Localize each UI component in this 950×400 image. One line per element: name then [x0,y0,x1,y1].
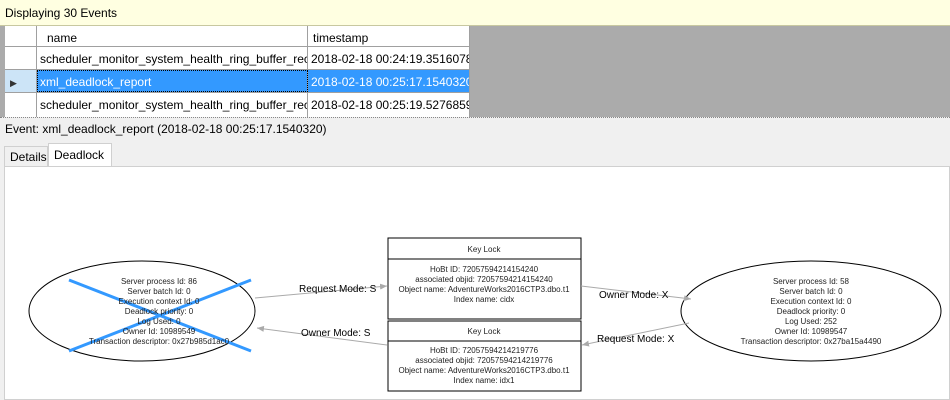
victim-cross-icon [68,278,252,353]
edge-label: Request Mode: S [299,284,377,295]
tab-details[interactable]: Details [4,146,48,166]
lock-line: Index name: cidx [454,295,514,304]
cell-timestamp[interactable]: 2018-02-18 00:25:17.1540320 [308,70,470,92]
process-line: Deadlock priority: 0 [777,307,846,316]
process-line: Server process Id: 58 [773,277,850,286]
column-header-timestamp[interactable]: timestamp [308,26,470,46]
process-line: Transaction descriptor: 0x27ba15a4490 [741,337,882,346]
event-label: Event: xml_deadlock_report (2018-02-18 0… [5,122,327,136]
row-selector[interactable]: ▶ [5,70,37,92]
row-selector[interactable] [5,93,37,117]
table-row[interactable]: scheduler_monitor_system_health_ring_buf… [5,47,470,70]
row-selector[interactable] [5,47,37,69]
process-line: Server batch Id: 0 [779,287,843,296]
lock-line: HoBt ID: 72057594214219776 [430,346,539,355]
cell-name[interactable]: scheduler_monitor_system_health_ring_buf… [37,93,308,117]
key-lock-node-1[interactable] [387,237,582,320]
edge-request-x [581,322,690,347]
victim-line: Deadlock priority: 0 [125,307,194,316]
lock-line: associated objid: 72057594214219776 [415,356,553,365]
column-header-name[interactable]: name [37,26,308,46]
lock-line: HoBt ID: 72057594214154240 [430,265,539,274]
events-count: Displaying 30 Events [5,6,118,20]
events-grid[interactable]: name timestamp scheduler_monitor_system_… [5,26,470,117]
deadlock-graph-panel: Request Mode: S Owner Mode: X Request Mo… [4,166,950,400]
process-line: Execution context Id: 0 [771,297,852,306]
edge-request-s [254,283,388,299]
edge-owner-x [580,285,692,302]
process-node[interactable] [680,260,942,362]
lock-title: Key Lock [468,245,502,254]
victim-line: Server batch Id: 0 [127,287,191,296]
events-grid-area: name timestamp scheduler_monitor_system_… [0,26,950,117]
victim-line: Log Used: 0 [137,317,181,326]
victim-line: Owner Id: 10989549 [123,327,196,336]
grid-header: name timestamp [5,26,470,47]
victim-line: Server process Id: 86 [121,277,198,286]
tab-deadlock[interactable]: Deadlock [48,143,112,167]
edge-label: Owner Mode: S [301,328,371,339]
victim-line: Execution context Id: 0 [119,297,200,306]
process-line: Log Used: 252 [785,317,838,326]
process-line: Owner Id: 10989547 [775,327,848,336]
key-lock-node-2[interactable] [387,320,582,392]
lock-line: Object name: AdventureWorks2016CTP3.dbo.… [398,285,570,294]
splitter[interactable] [0,117,950,120]
events-count-bar: Displaying 30 Events [0,0,950,26]
cell-timestamp[interactable]: 2018-02-18 00:24:19.3516078 [308,47,470,69]
edge-label: Owner Mode: X [599,290,669,301]
lock-line: associated objid: 72057594214154240 [415,275,553,284]
current-row-arrow-icon: ▶ [10,78,17,88]
table-row-selected[interactable]: ▶ xml_deadlock_report 2018-02-18 00:25:1… [5,70,470,93]
cell-timestamp[interactable]: 2018-02-18 00:25:19.5276859 [308,93,470,117]
edge-label: Request Mode: X [597,334,675,345]
row-selector-header [5,26,37,46]
lock-line: Object name: AdventureWorks2016CTP3.dbo.… [398,366,570,375]
edge-owner-s [256,325,388,346]
cell-name[interactable]: scheduler_monitor_system_health_ring_buf… [37,47,308,69]
lock-title: Key Lock [468,327,502,336]
table-row[interactable]: scheduler_monitor_system_health_ring_buf… [5,93,470,117]
victim-line: Transaction descriptor: 0x27b985d1ac0 [89,337,230,346]
lock-line: Index name: idx1 [454,376,515,385]
deadlock-graph: Request Mode: S Owner Mode: X Request Mo… [28,237,942,392]
cell-name[interactable]: xml_deadlock_report [37,70,308,92]
